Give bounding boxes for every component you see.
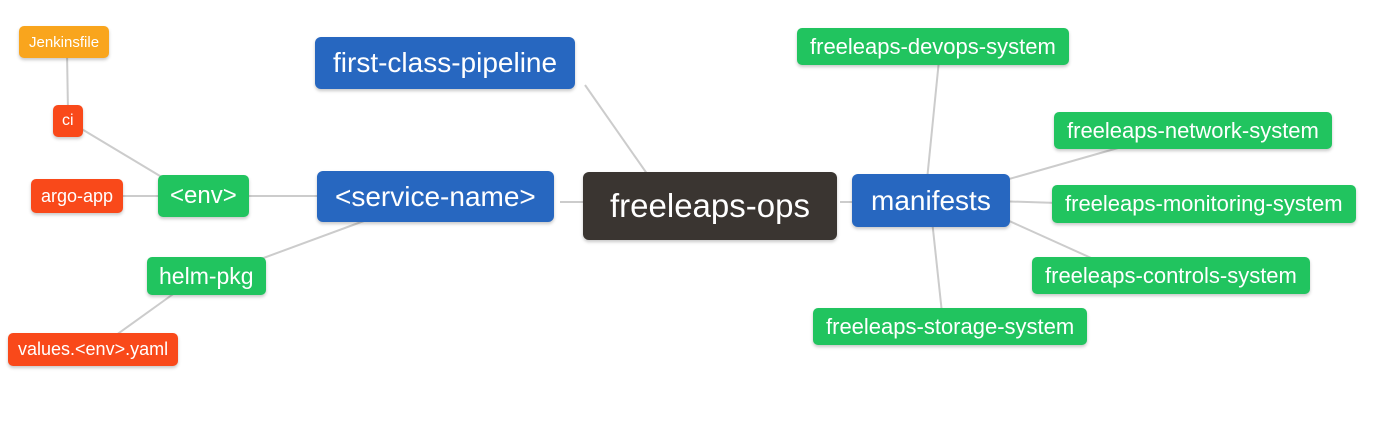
edge-ci-env [79, 127, 171, 183]
node-helm-pkg[interactable]: helm-pkg [147, 257, 266, 295]
node-service-name[interactable]: <service-name> [317, 171, 554, 222]
node-manifests[interactable]: manifests [852, 174, 1010, 227]
edge-pipeline-freeleaps-ops [584, 84, 651, 179]
edge-values-helm-pkg [111, 291, 177, 339]
node-first-class-pipeline[interactable]: first-class-pipeline [315, 37, 576, 89]
edge-helm-pkg-service-name [257, 217, 373, 261]
node-argo-app[interactable]: argo-app [31, 179, 124, 213]
node-jenkinsfile[interactable]: Jenkinsfile [19, 26, 110, 58]
node-freeleaps-network-system[interactable]: freeleaps-network-system [1054, 112, 1332, 149]
node-freeleaps-devops-system[interactable]: freeleaps-devops-system [797, 28, 1069, 65]
edge-manifests-storage-system [931, 219, 943, 314]
node-freeleaps-controls-system[interactable]: freeleaps-controls-system [1032, 257, 1310, 294]
edge-jenkinsfile-ci [66, 51, 69, 113]
node-env[interactable]: <env> [158, 175, 249, 217]
node-ci[interactable]: ci [53, 105, 83, 137]
node-freeleaps-monitoring-system[interactable]: freeleaps-monitoring-system [1052, 185, 1356, 223]
node-values-env-yaml[interactable]: values.<env>.yaml [8, 333, 179, 366]
edge-manifests-controls-system [995, 214, 1101, 263]
node-freeleaps-storage-system[interactable]: freeleaps-storage-system [813, 308, 1088, 345]
edge-manifests-devops-system [926, 59, 940, 181]
edge-manifests-network-system [994, 147, 1119, 184]
node-freeleaps-ops-root[interactable]: freeleaps-ops [583, 172, 837, 240]
